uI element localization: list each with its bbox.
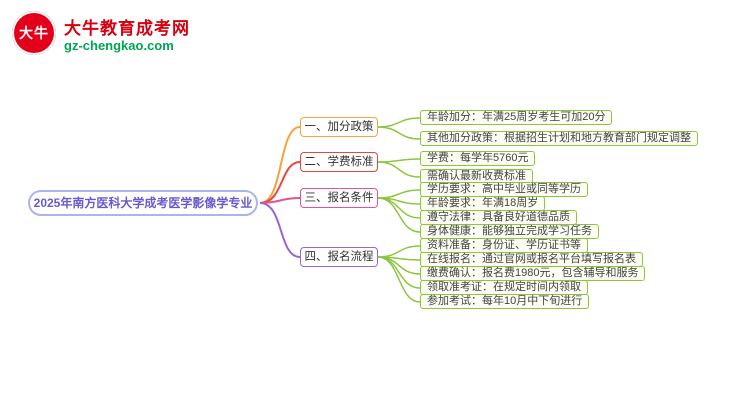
connector-branch1-leaf2: [377, 126, 421, 140]
branch-node-1: 一、加分政策: [300, 117, 378, 137]
logo-badge-text: 大牛: [19, 25, 49, 41]
leaf-3-3: 遵守法律：具备良好道德品质: [420, 210, 577, 225]
leaf-3-2: 年龄要求：年满18周岁: [420, 196, 546, 211]
logo-badge: 大牛: [12, 11, 56, 55]
leaf-2-2: 需确认最新收费标准: [420, 169, 533, 184]
branch-node-4: 四、报名流程: [300, 247, 378, 267]
connector-branch3-leaf4: [377, 197, 421, 233]
leaf-2-1: 学费：每学年5760元: [420, 151, 536, 166]
connector-branch4-leaf4: [377, 256, 421, 289]
leaf-4-4: 领取准考证：在规定时间内领取: [420, 280, 588, 295]
connector-root-branch1: [259, 126, 301, 204]
connector-branch4-leaf5: [377, 256, 421, 303]
leaf-3-4: 身体健康：能够独立完成学习任务: [420, 224, 599, 239]
connector-branch2-leaf2: [377, 161, 421, 178]
branch-node-3: 三、报名条件: [300, 188, 378, 208]
branch-node-2: 二、学费标准: [300, 152, 378, 172]
leaf-4-5: 参加考试：每年10月中下旬进行: [420, 294, 590, 309]
leaf-4-1: 资料准备：身份证、学历证书等: [420, 238, 588, 253]
leaf-4-3: 缴费确认：报名费1980元，包含辅导和服务: [420, 266, 646, 281]
site-url: gz-chengkao.com: [64, 38, 174, 53]
root-node: 2025年南方医科大学成考医学影像学专业: [28, 190, 258, 216]
leaf-4-2: 在线报名：通过官网或报名平台填写报名表: [420, 252, 643, 267]
leaf-1-1: 年龄加分：年满25周岁考生可加20分: [420, 110, 613, 125]
connector-branch4-leaf1: [377, 245, 421, 258]
leaf-3-1: 学历要求：高中毕业或同等学历: [420, 182, 588, 197]
connector-branch1-leaf1: [377, 117, 421, 128]
connector-branch2-leaf1: [377, 158, 421, 163]
site-name: 大牛教育成考网: [64, 19, 190, 38]
leaf-1-2: 其他加分政策：根据招生计划和地方教育部门规定调整: [420, 131, 698, 146]
connector-root-branch4: [259, 202, 301, 258]
connector-branch3-leaf1: [377, 189, 421, 199]
